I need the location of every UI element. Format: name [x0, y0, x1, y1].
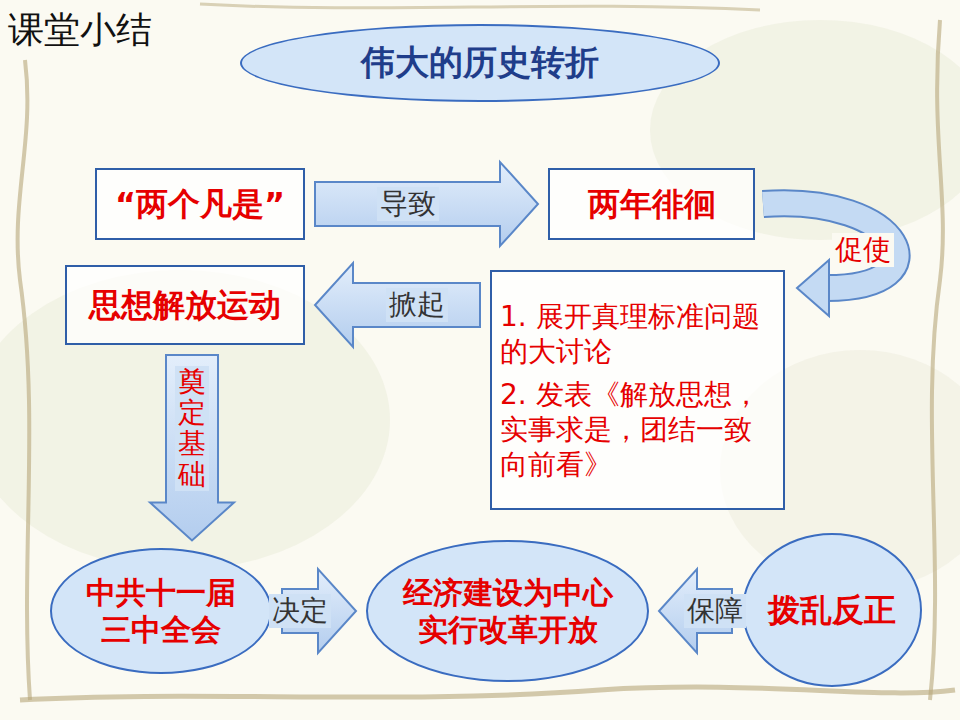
- arrow-shape: [315, 162, 538, 246]
- vine: [18, 60, 30, 700]
- node-text: 两年徘徊: [588, 184, 716, 224]
- ellipse-node: 中共十一届 三中全会: [50, 548, 272, 674]
- title-text: 伟大的历史转折: [361, 40, 599, 86]
- node-text: 中共十一届 三中全会: [81, 574, 241, 649]
- process-box: 思想解放运动: [65, 265, 305, 345]
- vine: [930, 20, 943, 700]
- ellipse-node: 拨乱反正: [742, 533, 922, 687]
- edge-label: 奠定基础: [175, 366, 209, 491]
- node-text: 拨乱反正: [762, 590, 902, 630]
- process-box: “两个凡是”: [95, 168, 305, 240]
- process-box: 两年徘徊: [548, 168, 755, 240]
- edge-label: 导致: [377, 187, 439, 221]
- edge-label: 促使: [832, 233, 894, 267]
- node-text: 2. 发表《解放思想，实事求是，团结一致向前看》: [500, 377, 775, 482]
- arrow-shape: [150, 355, 234, 541]
- ellipse-node: 经济建设为中心 实行改革开放: [366, 540, 649, 682]
- arrow-head: [797, 260, 829, 316]
- block-arrow: [315, 162, 538, 246]
- edge-label: 掀起: [386, 288, 448, 322]
- node-text: 经济建设为中心 实行改革开放: [398, 574, 618, 649]
- edge-label: 决定: [269, 594, 331, 628]
- block-arrow: [315, 263, 480, 347]
- node-text: 思想解放运动: [89, 285, 281, 325]
- vine: [200, 4, 760, 10]
- arrow-shape: [315, 263, 480, 347]
- edge-label: 保障: [684, 594, 746, 628]
- section-heading: 课堂小结: [8, 6, 152, 55]
- node-text: 1. 展开真理标准问题的大讨论: [500, 299, 775, 369]
- block-arrow: [150, 355, 234, 541]
- vine: [20, 687, 955, 700]
- process-box: 1. 展开真理标准问题的大讨论 2. 发表《解放思想，实事求是，团结一致向前看》: [490, 270, 785, 510]
- node-text: “两个凡是”: [115, 184, 285, 224]
- title-ellipse: 伟大的历史转折: [240, 24, 720, 102]
